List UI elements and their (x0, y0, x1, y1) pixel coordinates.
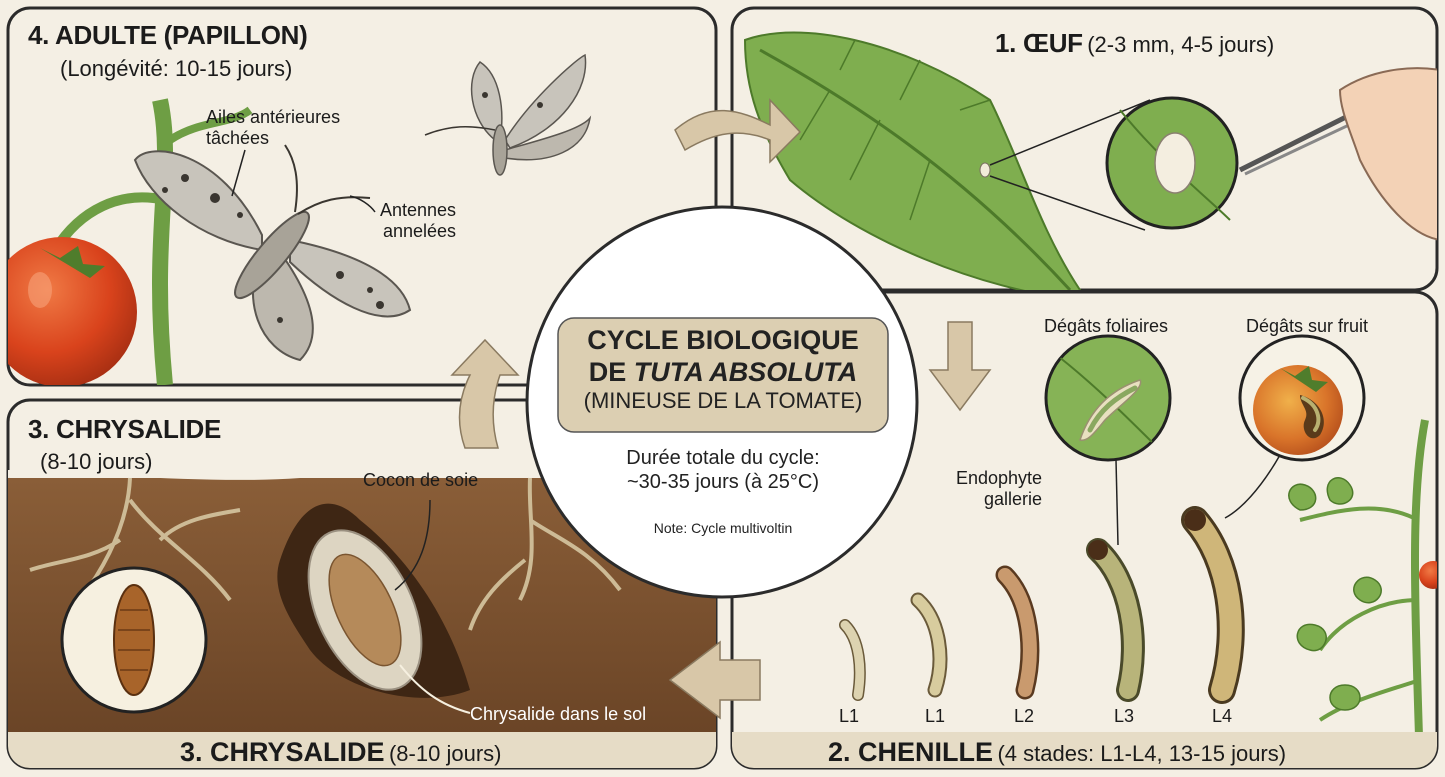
stage-label: L2 (1014, 706, 1035, 726)
stage-label: L4 (1212, 706, 1233, 726)
adult-title: 4. ADULTE (PAPILLON) (28, 20, 308, 50)
moth-icon (133, 144, 412, 362)
center-title-prefix: DE (588, 357, 634, 387)
center-title: CYCLE BIOLOGIQUE DE TUTA ABSOLUTA (MINEU… (558, 318, 888, 432)
arrow-larva-to-pupa (668, 640, 761, 720)
stage-label: L1 (925, 706, 946, 726)
stage-label: L3 (1114, 706, 1135, 726)
arrow-adult-to-egg (674, 98, 802, 164)
stage-label: L1 (839, 706, 860, 726)
cocoon-label: Cocon de soie (363, 470, 479, 490)
pupa-bar-title: 3. CHRYSALIDE (180, 737, 385, 767)
larva-l1b-icon (910, 592, 948, 698)
pupa-bar-heading: 3. CHRYSALIDE (8-10 jours) (180, 737, 501, 768)
egg-detail: (2-3 mm, 4-5 jours) (1087, 32, 1275, 57)
center-duration-line1: Durée totale du cycle: (626, 447, 820, 469)
center-duration-line2: ~30-35 jours (à 25°C) (627, 471, 819, 493)
larva-l3-icon (1086, 538, 1145, 702)
adult-longevity: (Longévité: 10-15 jours) (60, 56, 293, 81)
wings-label-line2: tâchées (206, 128, 270, 148)
hand-icon (1338, 67, 1437, 242)
antennae-label: Antennes annelées (380, 200, 456, 242)
pupa-title: 3. CHRYSALIDE (28, 414, 222, 444)
tomato-leaf-icon (743, 31, 1081, 290)
larva-l4-icon (1181, 506, 1245, 704)
center-title-box (557, 317, 889, 433)
pupa-duration: (8-10 jours) (40, 449, 153, 474)
fruit-damage-label: Dégâts sur fruit (1246, 316, 1369, 336)
larva-bar-detail: (4 stades: L1-L4, 13-15 jours) (997, 741, 1287, 766)
egg-title: 1. ŒUF (995, 28, 1083, 58)
antennae-label-line1: Antennes (380, 200, 457, 220)
egg-illustration (743, 31, 1437, 290)
larva-title-bar (732, 732, 1437, 768)
arrow-pupa-to-adult (450, 338, 520, 449)
egg-heading: 1. ŒUF (2-3 mm, 4-5 jours) (995, 28, 1274, 59)
center-duration: Durée totale du cycle: ~30-35 jours (à 2… (570, 446, 876, 494)
pupa-bar-detail: (8-10 jours) (388, 741, 502, 766)
wings-label: Ailes antérieures tâchées (206, 107, 340, 149)
egg-icon (979, 162, 991, 178)
larva-l1a-icon (839, 619, 866, 701)
larva-bar-heading: 2. CHENILLE (4 stades: L1-L4, 13-15 jour… (828, 737, 1286, 768)
gallery-label-line2: gallerie (984, 489, 1043, 509)
leaf-damage-label: Dégâts foliaires (1044, 316, 1169, 336)
larva-l2-icon (995, 565, 1040, 700)
wings-label-line1: Ailes antérieures (206, 107, 341, 127)
soil-pupa-label: Chrysalide dans le sol (470, 704, 647, 724)
adult-illustration (8, 53, 592, 385)
center-subtitle: (MINEUSE DE LA TOMATE) (583, 388, 863, 413)
center-note: Note: Cycle multivoltin (653, 520, 793, 536)
egg-closeup-icon (1154, 132, 1196, 194)
antennae-label-line2: annelées (382, 221, 457, 241)
gallery-label: Endophyte gallerie (956, 468, 1042, 510)
center-title-species: TUTA ABSOLUTA (633, 357, 858, 387)
pupa-icon (113, 584, 155, 696)
flying-moth-icon (424, 53, 592, 176)
pupa-title-bar (8, 732, 716, 768)
tomato-icon (8, 237, 137, 385)
pupa-illustration (8, 470, 716, 768)
center-title-line1: CYCLE BIOLOGIQUE (587, 325, 859, 355)
gallery-label-line1: Endophyte (956, 468, 1043, 488)
center-title-line2: DE TUTA ABSOLUTA (558, 356, 888, 388)
larva-bar-title: 2. CHENILLE (828, 737, 994, 767)
arrow-egg-to-larva (928, 321, 992, 412)
